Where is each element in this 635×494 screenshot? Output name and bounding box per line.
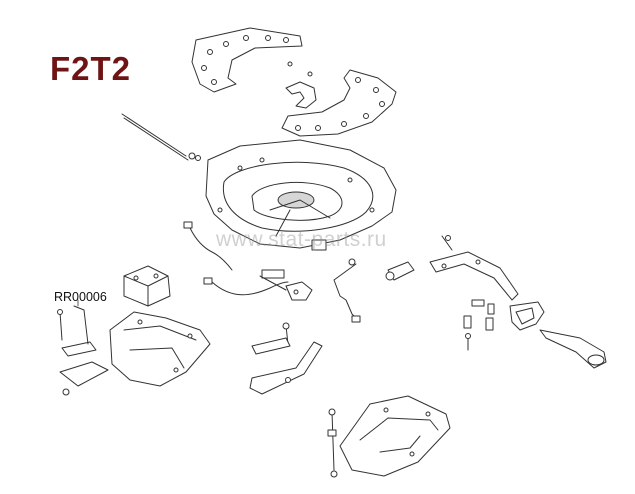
shim-plate-rr00006 <box>57 305 97 357</box>
center-bracket-bar <box>249 322 323 395</box>
diagram-title: F2T2 <box>50 50 132 87</box>
u-bracket <box>285 61 317 109</box>
part-number-callout: RR00006 <box>54 290 107 304</box>
spring-cylinder <box>385 261 415 281</box>
top-left-ring-segment <box>191 27 303 93</box>
release-rod <box>121 113 201 161</box>
sensor-harness-left <box>183 221 289 296</box>
lower-left-plate <box>59 361 109 396</box>
lock-lever <box>259 269 313 301</box>
left-mounting-bracket <box>109 311 211 387</box>
watermark-text: www.stat-parts.ru <box>216 228 387 251</box>
pedestal-cap <box>123 265 171 307</box>
lower-right-mounting-bracket <box>327 395 451 478</box>
top-right-ring-segment <box>281 69 397 137</box>
bushings-right <box>463 299 495 351</box>
linkage-rod <box>333 258 361 323</box>
slide-bar-assembly <box>429 235 607 369</box>
fifth-wheel-top-plate <box>205 139 397 251</box>
